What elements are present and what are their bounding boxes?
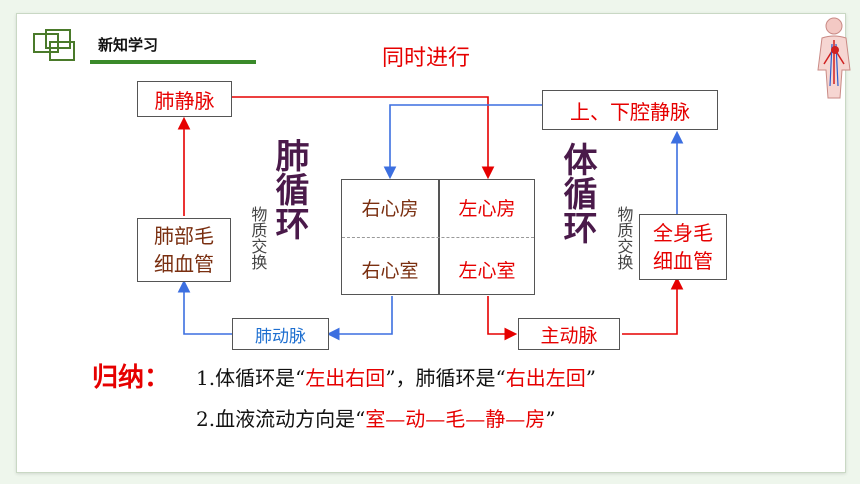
pulmonary-artery-box: 肺动脉 <box>232 318 329 350</box>
right-ventricle: 右心室 <box>361 260 419 282</box>
section-underline <box>90 60 256 64</box>
lung-capillaries-box: 肺部毛 细血管 <box>137 218 231 282</box>
summary-line1-suffix: ” <box>585 366 596 390</box>
summary-title: 归纳： <box>92 363 171 393</box>
systemic-circulation-label: 体循环 <box>557 142 597 244</box>
exchange-right-label: 物质交换 <box>614 206 634 270</box>
simultaneous-label: 同时进行 <box>382 46 471 71</box>
lung-capillaries-line2: 细血管 <box>154 252 214 276</box>
summary-line-1: 1.体循环是“左出右回”，肺循环是“右出左回” <box>196 362 596 391</box>
exchange-left-label: 物质交换 <box>248 206 268 270</box>
left-ventricle: 左心室 <box>458 260 516 282</box>
valve-divider <box>342 237 534 238</box>
heart-chambers: 右心房 左心房 右心室 左心室 <box>341 179 535 295</box>
summary-line1-highlight-1: 左出右回 <box>305 366 386 390</box>
pulmonary-circulation-label: 肺循环 <box>269 138 309 240</box>
summary-line1-highlight-2: 右出左回 <box>505 366 586 390</box>
body-capillaries-box: 全身毛 细血管 <box>639 214 727 280</box>
section-logo-icon <box>33 29 75 61</box>
left-atrium: 左心房 <box>458 198 516 220</box>
summary-line2-highlight: 室—动—毛—静—房 <box>365 407 546 431</box>
lung-capillaries-line1: 肺部毛 <box>154 224 214 248</box>
aorta-box: 主动脉 <box>518 318 620 350</box>
body-capillaries-line1: 全身毛 <box>653 221 713 245</box>
section-title: 新知学习 <box>98 36 159 54</box>
body-capillaries-line2: 细血管 <box>653 249 713 273</box>
human-body-icon <box>817 17 851 99</box>
vena-cava-box: 上、下腔静脉 <box>542 90 718 130</box>
summary-line1-mid: ”，肺循环是“ <box>385 366 506 390</box>
summary-line1-prefix: 1.体循环是“ <box>196 366 306 390</box>
pulmonary-vein-box: 肺静脉 <box>137 81 232 117</box>
right-atrium: 右心房 <box>361 198 419 220</box>
summary-line-2: 2.血液流动方向是“室—动—毛—静—房” <box>196 403 556 432</box>
summary-line2-suffix: ” <box>545 407 556 431</box>
summary-line2-prefix: 2.血液流动方向是“ <box>196 407 366 431</box>
